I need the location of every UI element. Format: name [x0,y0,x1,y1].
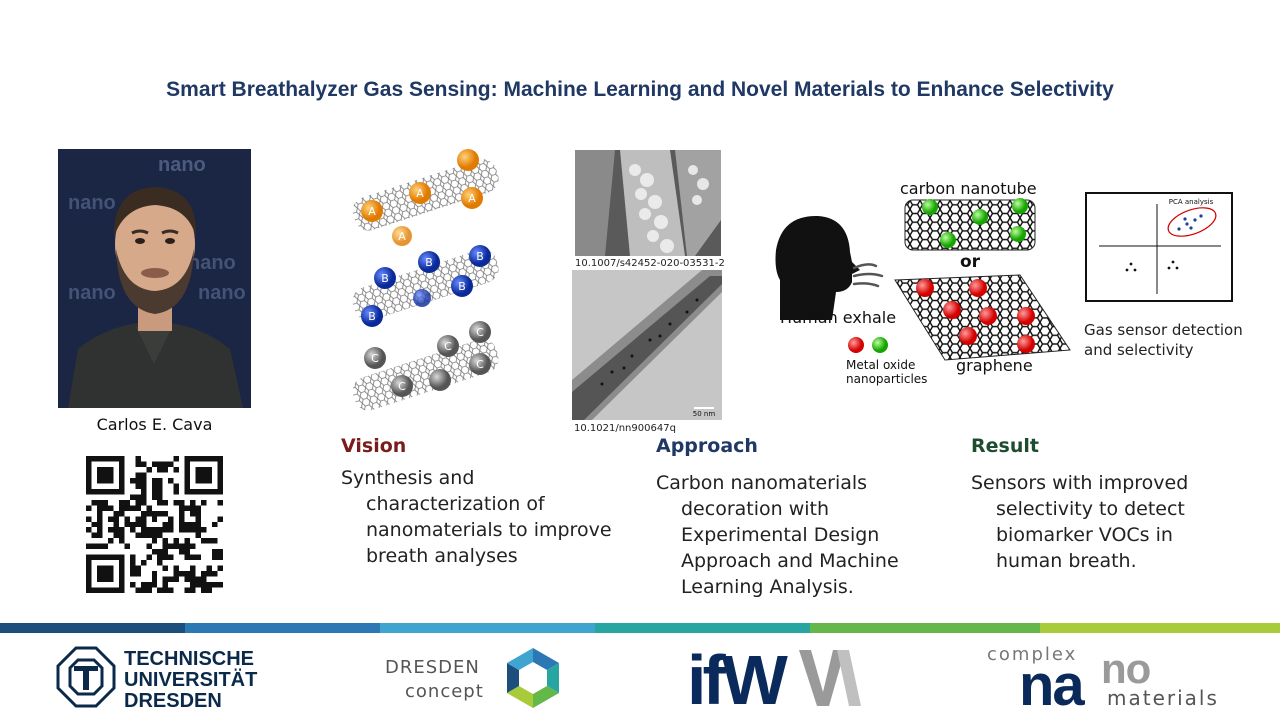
band-segment [380,623,595,633]
approach-text: Carbon nanomaterials decoration with Exp… [656,470,946,600]
atom-label-b: B [368,310,376,323]
tud-logo-text: UNIVERSITÄT [124,668,257,691]
approach-line: decoration with [681,498,830,520]
pca-caption-line: Gas sensor detection [1084,321,1243,339]
band-segment [810,623,1040,633]
footer-color-band [0,623,1280,633]
result-text: Sensors with improved selectivity to det… [971,470,1251,574]
approach-line: Learning Analysis. [681,576,854,598]
dresden-concept-text: DRESDEN [385,657,480,678]
functionalized-nanotube-figure: A A A A B B B B B C C C C C [340,148,510,413]
complex-nano-materials-logo[interactable]: complex na no materials [985,643,1225,718]
cnm-logo-text: complex [987,644,1077,665]
cnm-logo-text: na [1019,653,1085,711]
cnm-logo-text: no [1101,645,1151,692]
atom-label-b: B [381,272,389,285]
tu-dresden-logo[interactable]: TECHNISCHE UNIVERSITÄT DRESDEN [56,646,266,712]
atom-label-a: A [416,187,424,200]
backdrop-logo: nano [198,282,246,304]
result-line: human breath. [996,550,1137,572]
dresden-concept-logo[interactable]: DRESDEN concept [385,645,570,711]
scale-bar-label: 50 nm [693,410,716,418]
backdrop-logo: nano [188,252,236,274]
sensor-schematic: carbon nanotube or Human exhale Metal ox… [770,170,1080,390]
tem-micrograph: 50 nm [572,270,722,420]
vision-line: nanomaterials to improve [366,519,612,541]
approach-line: Carbon nanomaterials [656,472,868,494]
doi-reference: 10.1007/s42452-020-03531-2 [575,258,725,269]
tud-logo-text: TECHNISCHE [124,648,254,670]
result-heading: Result [971,435,1039,457]
cnm-logo-text: materials [1107,686,1219,710]
vision-line: Synthesis and [341,467,475,489]
atom-label-a: A [368,205,376,218]
atom-label-c: C [476,358,484,371]
backdrop-logo: nano [68,192,116,214]
sem-micrograph [575,150,721,256]
tud-logo-text: DRESDEN [124,690,222,708]
ifw-logo-text: ifW [687,646,788,708]
vision-line: breath analyses [366,545,518,567]
result-line: selectivity to detect [996,498,1185,520]
band-segment [0,623,185,633]
vision-heading: Vision [341,435,407,457]
or-label: or [960,252,981,272]
atom-label-c: C [444,340,452,353]
person-name: Carlos E. Cava [96,415,213,434]
approach-line: Experimental Design [681,524,880,546]
pca-label: PCA analysis [1169,198,1214,206]
atom-label-c: C [476,326,484,339]
pca-plot: PCA analysis [1085,192,1233,302]
portrait-photo: nano nano nano nano nano [58,149,251,408]
atom-label-a: A [398,230,406,243]
backdrop-logo: nano [158,154,206,176]
atom-label-b: B [458,280,466,293]
atom-label-b: B [425,256,433,269]
atom-label-c: C [371,352,379,365]
result-line: biomarker VOCs in [996,524,1173,546]
pca-caption: Gas sensor detection and selectivity [1084,320,1264,360]
backdrop-logo: nano [68,282,116,304]
graphene-label: graphene [956,356,1033,375]
result-line: Sensors with improved [971,472,1189,494]
vision-text: Synthesis and characterization of nanoma… [341,465,641,569]
approach-heading: Approach [656,435,758,457]
doi-reference: 10.1021/nn900647q [574,423,676,434]
qr-code[interactable] [86,456,223,593]
vision-line: characterization of [366,493,545,515]
dresden-concept-text: concept [405,681,484,702]
metal-oxide-label: Metal oxide [846,358,915,372]
band-segment [1040,623,1280,633]
carbon-nanotube-label: carbon nanotube [900,179,1037,198]
atom-label-a: A [468,192,476,205]
metal-oxide-label: nanoparticles [846,372,927,386]
pca-caption-line: and selectivity [1084,341,1194,359]
atom-label-b: B [476,250,484,263]
band-segment [595,623,810,633]
atom-label-c: C [398,380,406,393]
human-exhale-label: Human exhale [780,308,896,327]
slide-title: Smart Breathalyzer Gas Sensing: Machine … [166,78,1114,101]
band-segment [185,623,380,633]
ifw-logo[interactable]: ifW [687,641,862,719]
approach-line: Approach and Machine [681,550,899,572]
